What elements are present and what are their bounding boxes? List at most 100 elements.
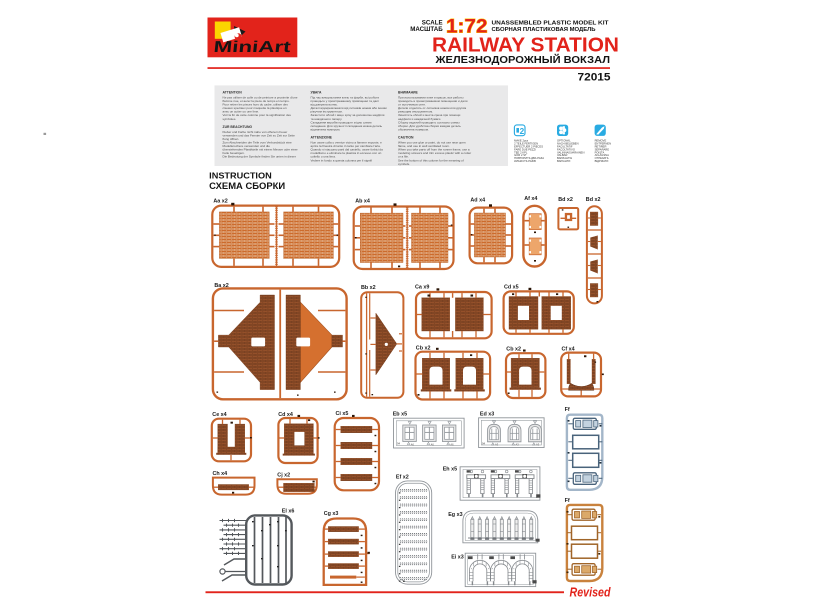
svg-text:ВНИМАНИЕ: ВНИМАНИЕ bbox=[398, 91, 418, 95]
svg-text:Ce x4: Ce x4 bbox=[212, 412, 226, 418]
svg-text:Сборку изделий проводить согла: Сборку изделий проводить согласно схемы bbox=[398, 120, 460, 124]
svg-text:Pour retirer les pieces hors d: Pour retirer les pieces hors du cadre, u… bbox=[223, 103, 289, 107]
svg-text:Ca x9: Ca x9 bbox=[415, 285, 429, 291]
svg-text:Деталі відокремлювати від литн: Деталі відокремлювати від литників ножем… bbox=[311, 106, 387, 110]
svg-text:Ef x2: Ef x2 bbox=[396, 475, 409, 481]
svg-text:обозначена номером.: обозначена номером. bbox=[398, 127, 429, 131]
svg-text:Ab x4: Ab x4 bbox=[355, 198, 370, 204]
svg-text:Feile beseitigen.: Feile beseitigen. bbox=[223, 151, 245, 155]
svg-text:Bb x2: Bb x2 bbox=[361, 285, 376, 291]
svg-text:При использовании клея и красо: При использовании клея и красок, все раб… bbox=[398, 96, 463, 100]
svg-text:1:72: 1:72 bbox=[446, 15, 488, 37]
svg-text:ENTFERNEN: ENTFERNEN bbox=[595, 141, 611, 145]
svg-text:GÖR 2 ST: GÖR 2 ST bbox=[514, 153, 527, 157]
svg-text:A6: A6 bbox=[450, 442, 454, 446]
svg-text:SCALE: SCALE bbox=[422, 19, 443, 26]
svg-text:REMOVE: REMOVE bbox=[595, 139, 607, 143]
svg-text:ATTENZIONE: ATTENZIONE bbox=[311, 136, 333, 140]
svg-text:Cj x2: Cj x2 bbox=[277, 472, 290, 478]
svg-text:надфиля и наждачной бумаги.: надфиля и наждачной бумаги. bbox=[398, 117, 441, 121]
svg-text:72015: 72015 bbox=[578, 72, 611, 84]
svg-text:ciseaux speciaux pour maquette: ciseaux speciaux pour maquette la plasti… bbox=[223, 106, 287, 110]
svg-text:2 TEILE FERTIGEN: 2 TEILE FERTIGEN bbox=[514, 141, 538, 145]
svg-text:Die Bedeutung der Symbole find: Die Bedeutung der Symbole finden Sie unt… bbox=[223, 155, 296, 159]
svg-text:Cb x2: Cb x2 bbox=[416, 346, 431, 352]
svg-text:ВІДРІЗАТИ: ВІДРІЗАТИ bbox=[595, 159, 609, 163]
svg-text:та наждачного паперу.: та наждачного паперу. bbox=[311, 117, 343, 121]
svg-text:ВАРИАНТЫ: ВАРИАНТЫ bbox=[557, 156, 573, 160]
svg-text:Quando si staccano parti dal c: Quando si staccano parti dal castello, u… bbox=[311, 148, 384, 152]
svg-text:OPTIONAL: OPTIONAL bbox=[557, 139, 571, 143]
svg-text:Детали отделять от литников но: Детали отделять от литников ножом или др… bbox=[398, 106, 466, 110]
svg-text:flung öffnen.: flung öffnen. bbox=[223, 137, 240, 141]
svg-text:aprire la finestra di tanto in: aprire la finestra di tanto in tanto per… bbox=[311, 144, 381, 148]
svg-text:Зачистити облой і якщо зрізу з: Зачистити облой і якщо зрізу за допомого… bbox=[311, 113, 385, 117]
svg-text:Ch x4: Ch x4 bbox=[213, 471, 228, 477]
svg-text:Eb x5: Eb x5 bbox=[393, 411, 407, 417]
svg-text:проводить в проветриваемом пом: проводить в проветриваемом помещении и д… bbox=[398, 99, 468, 103]
svg-text:ріжучим інструментом.: ріжучим інструментом. bbox=[311, 110, 343, 114]
svg-text:режущим инструментом.: режущим инструментом. bbox=[398, 110, 433, 114]
svg-text:СБОРНАЯ ПЛАСТИКОВАЯ МОДЕЛЬ: СБОРНАЯ ПЛАСТИКОВАЯ МОДЕЛЬ bbox=[492, 27, 597, 33]
svg-text:від джерела вогню.: від джерела вогню. bbox=[311, 103, 338, 107]
svg-text:складання. Для зручності склад: складання. Для зручності складання кожна… bbox=[311, 124, 383, 128]
svg-text:SEPARARE: SEPARARE bbox=[595, 147, 610, 151]
svg-text:FARE DUE PEZZI: FARE DUE PEZZI bbox=[514, 147, 536, 151]
svg-text:flamme nue, et aerer la piece: flamme nue, et aerer la piece de temps e… bbox=[223, 99, 290, 103]
svg-text:Cd x4: Cd x4 bbox=[278, 412, 293, 418]
svg-text:Aa x2: Aa x2 bbox=[213, 198, 227, 204]
svg-text:КІЛЬКІСТЬ РАЗІВ: КІЛЬКІСТЬ РАЗІВ bbox=[514, 159, 536, 163]
svg-text:überstehenden Plastikteile mit: überstehenden Plastikteile mit einem Mes… bbox=[223, 148, 298, 152]
svg-text:СХЕМА СБОРКИ: СХЕМА СБОРКИ bbox=[209, 181, 285, 191]
svg-text:NACH BELIEBEN: NACH BELIEBEN bbox=[557, 141, 579, 145]
svg-text:verwenden und das Fenster von: verwenden und das Fenster von Zeit zu Ze… bbox=[223, 133, 296, 137]
svg-text:відзначена номером.: відзначена номером. bbox=[311, 127, 341, 131]
svg-text:ВАРІАНТИ: ВАРІАНТИ bbox=[557, 159, 570, 163]
svg-text:Af x4: Af x4 bbox=[524, 196, 537, 202]
svg-text:ПОВТОРИТЬ ДВА РАЗА: ПОВТОРИТЬ ДВА РАЗА bbox=[514, 156, 544, 160]
svg-text:Eg x3: Eg x3 bbox=[448, 512, 462, 518]
svg-text:Kleber und Farbe nicht nahe vo: Kleber und Farbe nicht nahe von offenem … bbox=[223, 130, 288, 134]
svg-text:94: 94 bbox=[397, 442, 401, 446]
svg-text:modellismo e eliminare la plas: modellismo e eliminare la plastica in ec… bbox=[311, 151, 382, 155]
svg-text:Ff: Ff bbox=[565, 407, 570, 413]
svg-text:Під час використання клею та ф: Під час використання клею та фарби, всі … bbox=[311, 96, 380, 100]
svg-text:Modellerschere verwenden und: Modellerschere verwenden und die bbox=[223, 144, 271, 148]
svg-text:RETIRER: RETIRER bbox=[595, 144, 607, 148]
svg-text:МАСШТАБ: МАСШТАБ bbox=[410, 26, 443, 33]
svg-text:Ei x3: Ei x3 bbox=[451, 555, 464, 561]
svg-text:2: 2 bbox=[520, 127, 525, 136]
svg-text:flame, and use in well ventila: flame, and use in well ventilated room. bbox=[398, 144, 450, 148]
svg-text:AVLÄGSNA: AVLÄGSNA bbox=[595, 153, 609, 157]
svg-text:modeling scissors and trim exc: modeling scissors and trim excess plasti… bbox=[398, 151, 471, 155]
svg-text:Cd x5: Cd x5 bbox=[504, 285, 519, 291]
svg-text:Складання виробів проводьте зг: Складання виробів проводьте згідно схеми bbox=[311, 120, 372, 124]
svg-text:INSTRUCTION: INSTRUCTION bbox=[209, 172, 272, 181]
svg-text:FACULTATIF: FACULTATIF bbox=[557, 144, 573, 148]
svg-text:TEE 2 KPL: TEE 2 KPL bbox=[514, 150, 528, 154]
svg-text:A3: A3 bbox=[516, 443, 520, 447]
svg-text:symbols.: symbols. bbox=[398, 162, 410, 166]
svg-text:El x6: El x6 bbox=[282, 508, 295, 514]
svg-text:Zum Abschneiden der Teile vom: Zum Abschneiden der Teile vom Verbundstü… bbox=[223, 141, 293, 145]
svg-text:Ba x2: Ba x2 bbox=[214, 283, 228, 289]
svg-text:Ed x3: Ed x3 bbox=[480, 411, 494, 417]
svg-text:MiniArt: MiniArt bbox=[213, 39, 293, 56]
svg-text:See the bottom of this column: See the bottom of this column for the me… bbox=[398, 158, 464, 162]
svg-text:symboles.: symboles. bbox=[223, 117, 237, 121]
svg-text:coltello o una lima.: coltello o una lima. bbox=[311, 155, 336, 159]
svg-text:Vedere in fondo a questa colon: Vedere in fondo a questa colonna per il … bbox=[311, 158, 373, 162]
svg-text:avec un cutter ou une lime.: avec un cutter ou une lime. bbox=[223, 110, 260, 114]
svg-text:Non usare colla o vernice vici: Non usare colla o vernice vicino a fiamm… bbox=[311, 141, 383, 145]
svg-text:от источников огня.: от источников огня. bbox=[398, 103, 426, 107]
svg-text:УВАГА: УВАГА bbox=[311, 91, 323, 95]
svg-text:A3: A3 bbox=[536, 443, 540, 447]
svg-text:Voir la fin de cette colonne p: Voir la fin de cette colonne pour la sig… bbox=[223, 113, 292, 117]
svg-text:Bd x2: Bd x2 bbox=[558, 197, 573, 203]
svg-text:RAILWAY STATION: RAILWAY STATION bbox=[432, 33, 619, 56]
svg-text:FACOLTATIVO: FACOLTATIVO bbox=[557, 147, 575, 151]
svg-text:Cb x2: Cb x2 bbox=[506, 347, 521, 353]
svg-text:CAUTION: CAUTION bbox=[398, 136, 414, 140]
svg-text:Ci x5: Ci x5 bbox=[336, 411, 349, 417]
svg-text:Ad x4: Ad x4 bbox=[470, 198, 485, 204]
